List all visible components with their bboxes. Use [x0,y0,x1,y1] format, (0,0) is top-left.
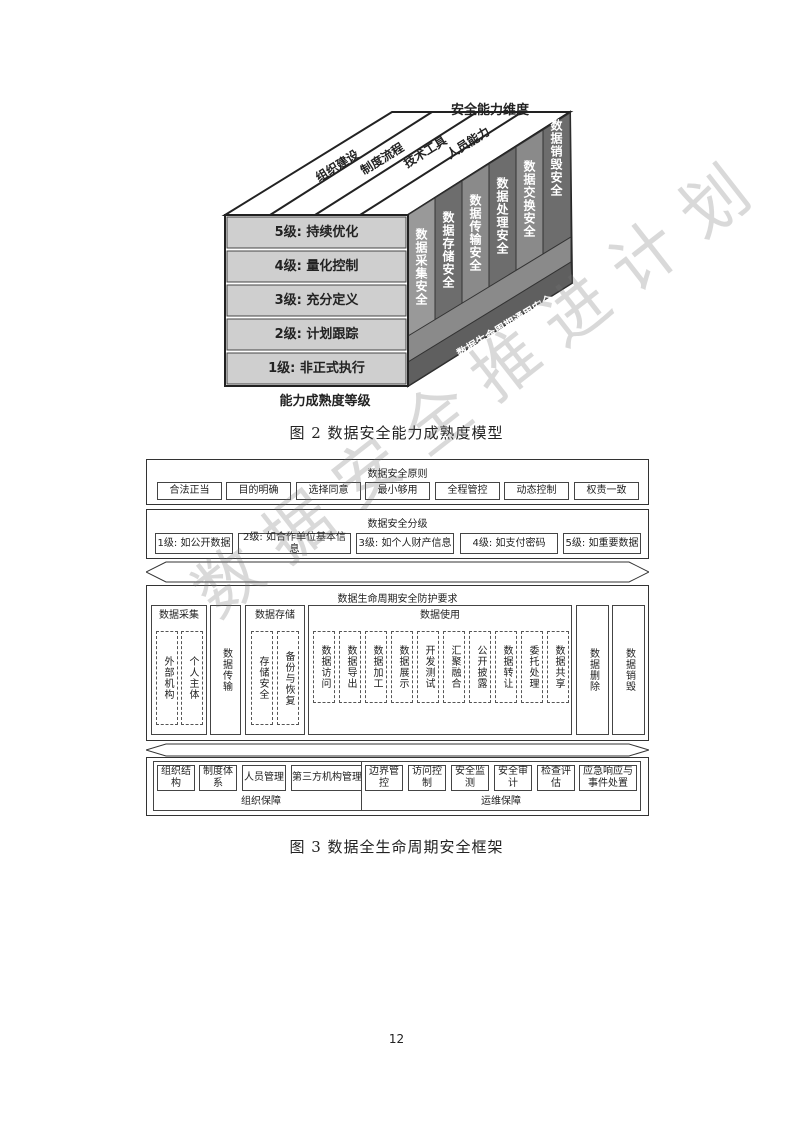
principle-item: 动态控制 [504,482,569,500]
use-title: 数据使用 [420,610,460,621]
arrow-band-2 [146,743,649,757]
level-row-2 [226,318,407,351]
principle-item: 合法正当 [157,482,222,500]
lifecycle-title: 数据生命周期安全防护要求 [337,594,458,605]
level-label: 5级: 持续优化 [274,225,359,240]
principle-item: 选择同意 [296,482,361,500]
use-group: 数据使用 数据访问 数据导出 数据加工 数据展示 开发测试 汇聚融合 公开披露 … [308,605,572,735]
figure-2-maturity-model: 5级: 持续优化 4级: 量化控制 3级: 充分定义 2级: 计划跟踪 1级: … [0,0,793,440]
destroy-stage: 数据销毁 [612,605,645,735]
stage-label: 数据销毁安全 [549,119,563,197]
level-label: 4级: 量化控制 [274,259,359,274]
maturity-cube [221,110,574,388]
use-item: 公开披露 [469,631,491,703]
principle-item: 权责一致 [574,482,639,500]
classification-item: 4级: 如支付密码 [460,533,558,554]
level-label: 3级: 充分定义 [274,293,359,308]
org-group: 组织结构 制度体系 人员管理 第三方机构管理 组织保障 [153,761,369,811]
ops-item: 检查评估 [537,765,575,791]
figure-3-caption: 图 3 数据全生命周期安全框架 [289,838,504,856]
guarantee-box: 组织结构 制度体系 人员管理 第三方机构管理 组织保障 边界管控 访问控制 安全… [146,757,649,816]
classification-item: 2级: 如合作单位基本信息 [238,532,351,555]
use-item: 数据导出 [339,631,361,703]
ops-item: 边界管控 [365,765,403,791]
classification-box: 数据安全分级 1级: 如公开数据 2级: 如合作单位基本信息 3级: 如个人财产… [146,509,649,559]
dimension-divider [269,111,433,216]
stage-label: 数据采集安全 [414,228,428,306]
stage-label: 数据存储安全 [441,211,455,289]
stage-label: 数据处理安全 [495,177,509,255]
ops-item: 安全审计 [494,765,532,791]
use-item: 委托处理 [521,631,543,703]
classification-item: 3级: 如个人财产信息 [356,533,454,554]
collect-item: 个人主体 [181,631,203,725]
storage-group: 数据存储 存储安全 备份与恢复 [245,605,305,735]
dimension-divider [314,111,478,216]
org-item: 组织结构 [157,765,195,791]
storage-title: 数据存储 [255,610,295,621]
collect-title: 数据采集 [159,610,199,621]
stage-label: 数据传输安全 [468,194,482,272]
principle-item: 最小够用 [365,482,430,500]
dimension-divider [359,111,523,216]
storage-item: 存储安全 [251,631,273,725]
ops-item: 应急响应与事件处置 [579,765,637,791]
arrow-band-1 [146,561,649,583]
use-item: 开发测试 [417,631,439,703]
use-item: 汇聚融合 [443,631,465,703]
use-item: 数据展示 [391,631,413,703]
principles-title: 数据安全原则 [367,469,428,480]
ops-item: 安全监测 [451,765,489,791]
org-title: 组织保障 [241,796,281,807]
ops-item: 访问控制 [408,765,446,791]
org-item: 人员管理 [242,765,286,791]
delete-stage: 数据删除 [576,605,609,735]
page-number: 12 [388,1032,405,1046]
dimension-title: 安全能力维度 [450,103,529,118]
figure-2-caption: 图 2 数据安全能力成熟度模型 [289,424,504,442]
use-item: 数据共享 [547,631,569,703]
level-row-3 [226,284,407,317]
stage-label: 数据交换安全 [522,160,536,238]
collect-item: 外部机构 [156,631,178,725]
org-item: 制度体系 [199,765,237,791]
principles-box: 数据安全原则 合法正当 目的明确 选择同意 最小够用 全程管控 动态控制 权责一… [146,459,649,505]
level-row-1 [226,352,407,385]
classification-item: 5级: 如重要数据 [563,533,641,554]
levels-axis-label: 能力成熟度等级 [279,394,371,409]
transfer-stage: 数据传输 [210,605,241,735]
principle-item: 全程管控 [435,482,500,500]
storage-item: 备份与恢复 [277,631,299,725]
use-item: 数据转让 [495,631,517,703]
principle-item: 目的明确 [226,482,291,500]
classification-title: 数据安全分级 [367,519,428,530]
lifecycle-box: 数据生命周期安全防护要求 数据采集 外部机构 个人主体 数据传输 数据存储 存储… [146,585,649,741]
use-item: 数据访问 [313,631,335,703]
ops-group: 边界管控 访问控制 安全监测 安全审计 检查评估 应急响应与事件处置 运维保障 [361,761,641,811]
classification-item: 1级: 如公开数据 [155,533,233,554]
level-row-4 [226,250,407,283]
use-item: 数据加工 [365,631,387,703]
level-row-5 [226,216,407,249]
level-label: 1级: 非正式执行 [268,361,365,376]
level-label: 2级: 计划跟踪 [274,327,359,342]
collect-group: 数据采集 外部机构 个人主体 [151,605,207,735]
org-item: 第三方机构管理 [291,765,363,791]
ops-title: 运维保障 [481,796,521,807]
